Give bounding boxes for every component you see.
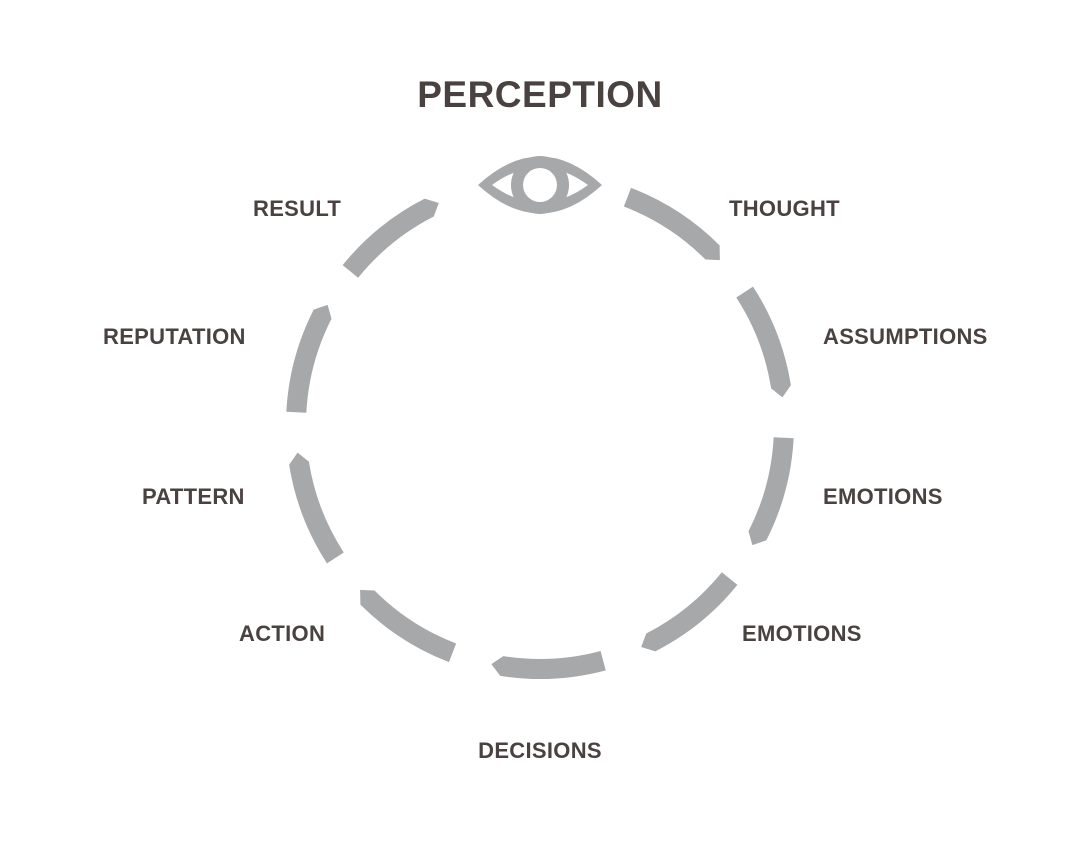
stage-label-result: RESULT [253,196,342,221]
ring-segment [289,452,344,564]
stage-label-reputation: REPUTATION [103,324,246,349]
stage-label-emotions-1: EMOTIONS [823,484,943,509]
ring-segment [342,198,439,278]
stage-label-emotions-2: EMOTIONS [742,621,862,646]
ring-segment [286,304,332,413]
stage-label-assumptions: ASSUMPTIONS [823,324,988,349]
ring-segment [491,651,606,679]
eye-icon [478,156,602,214]
ring-segment [360,589,457,663]
stage-label-decisions: DECISIONS [478,738,602,763]
diagram-title: PERCEPTION [417,74,663,115]
ring-segment [748,437,794,546]
stage-label-action: ACTION [239,621,326,646]
stage-label-pattern: PATTERN [142,484,245,509]
ring-segment [736,286,791,398]
ring-segment [641,572,738,652]
ring-segment [623,187,720,261]
stage-label-thought: THOUGHT [729,196,840,221]
